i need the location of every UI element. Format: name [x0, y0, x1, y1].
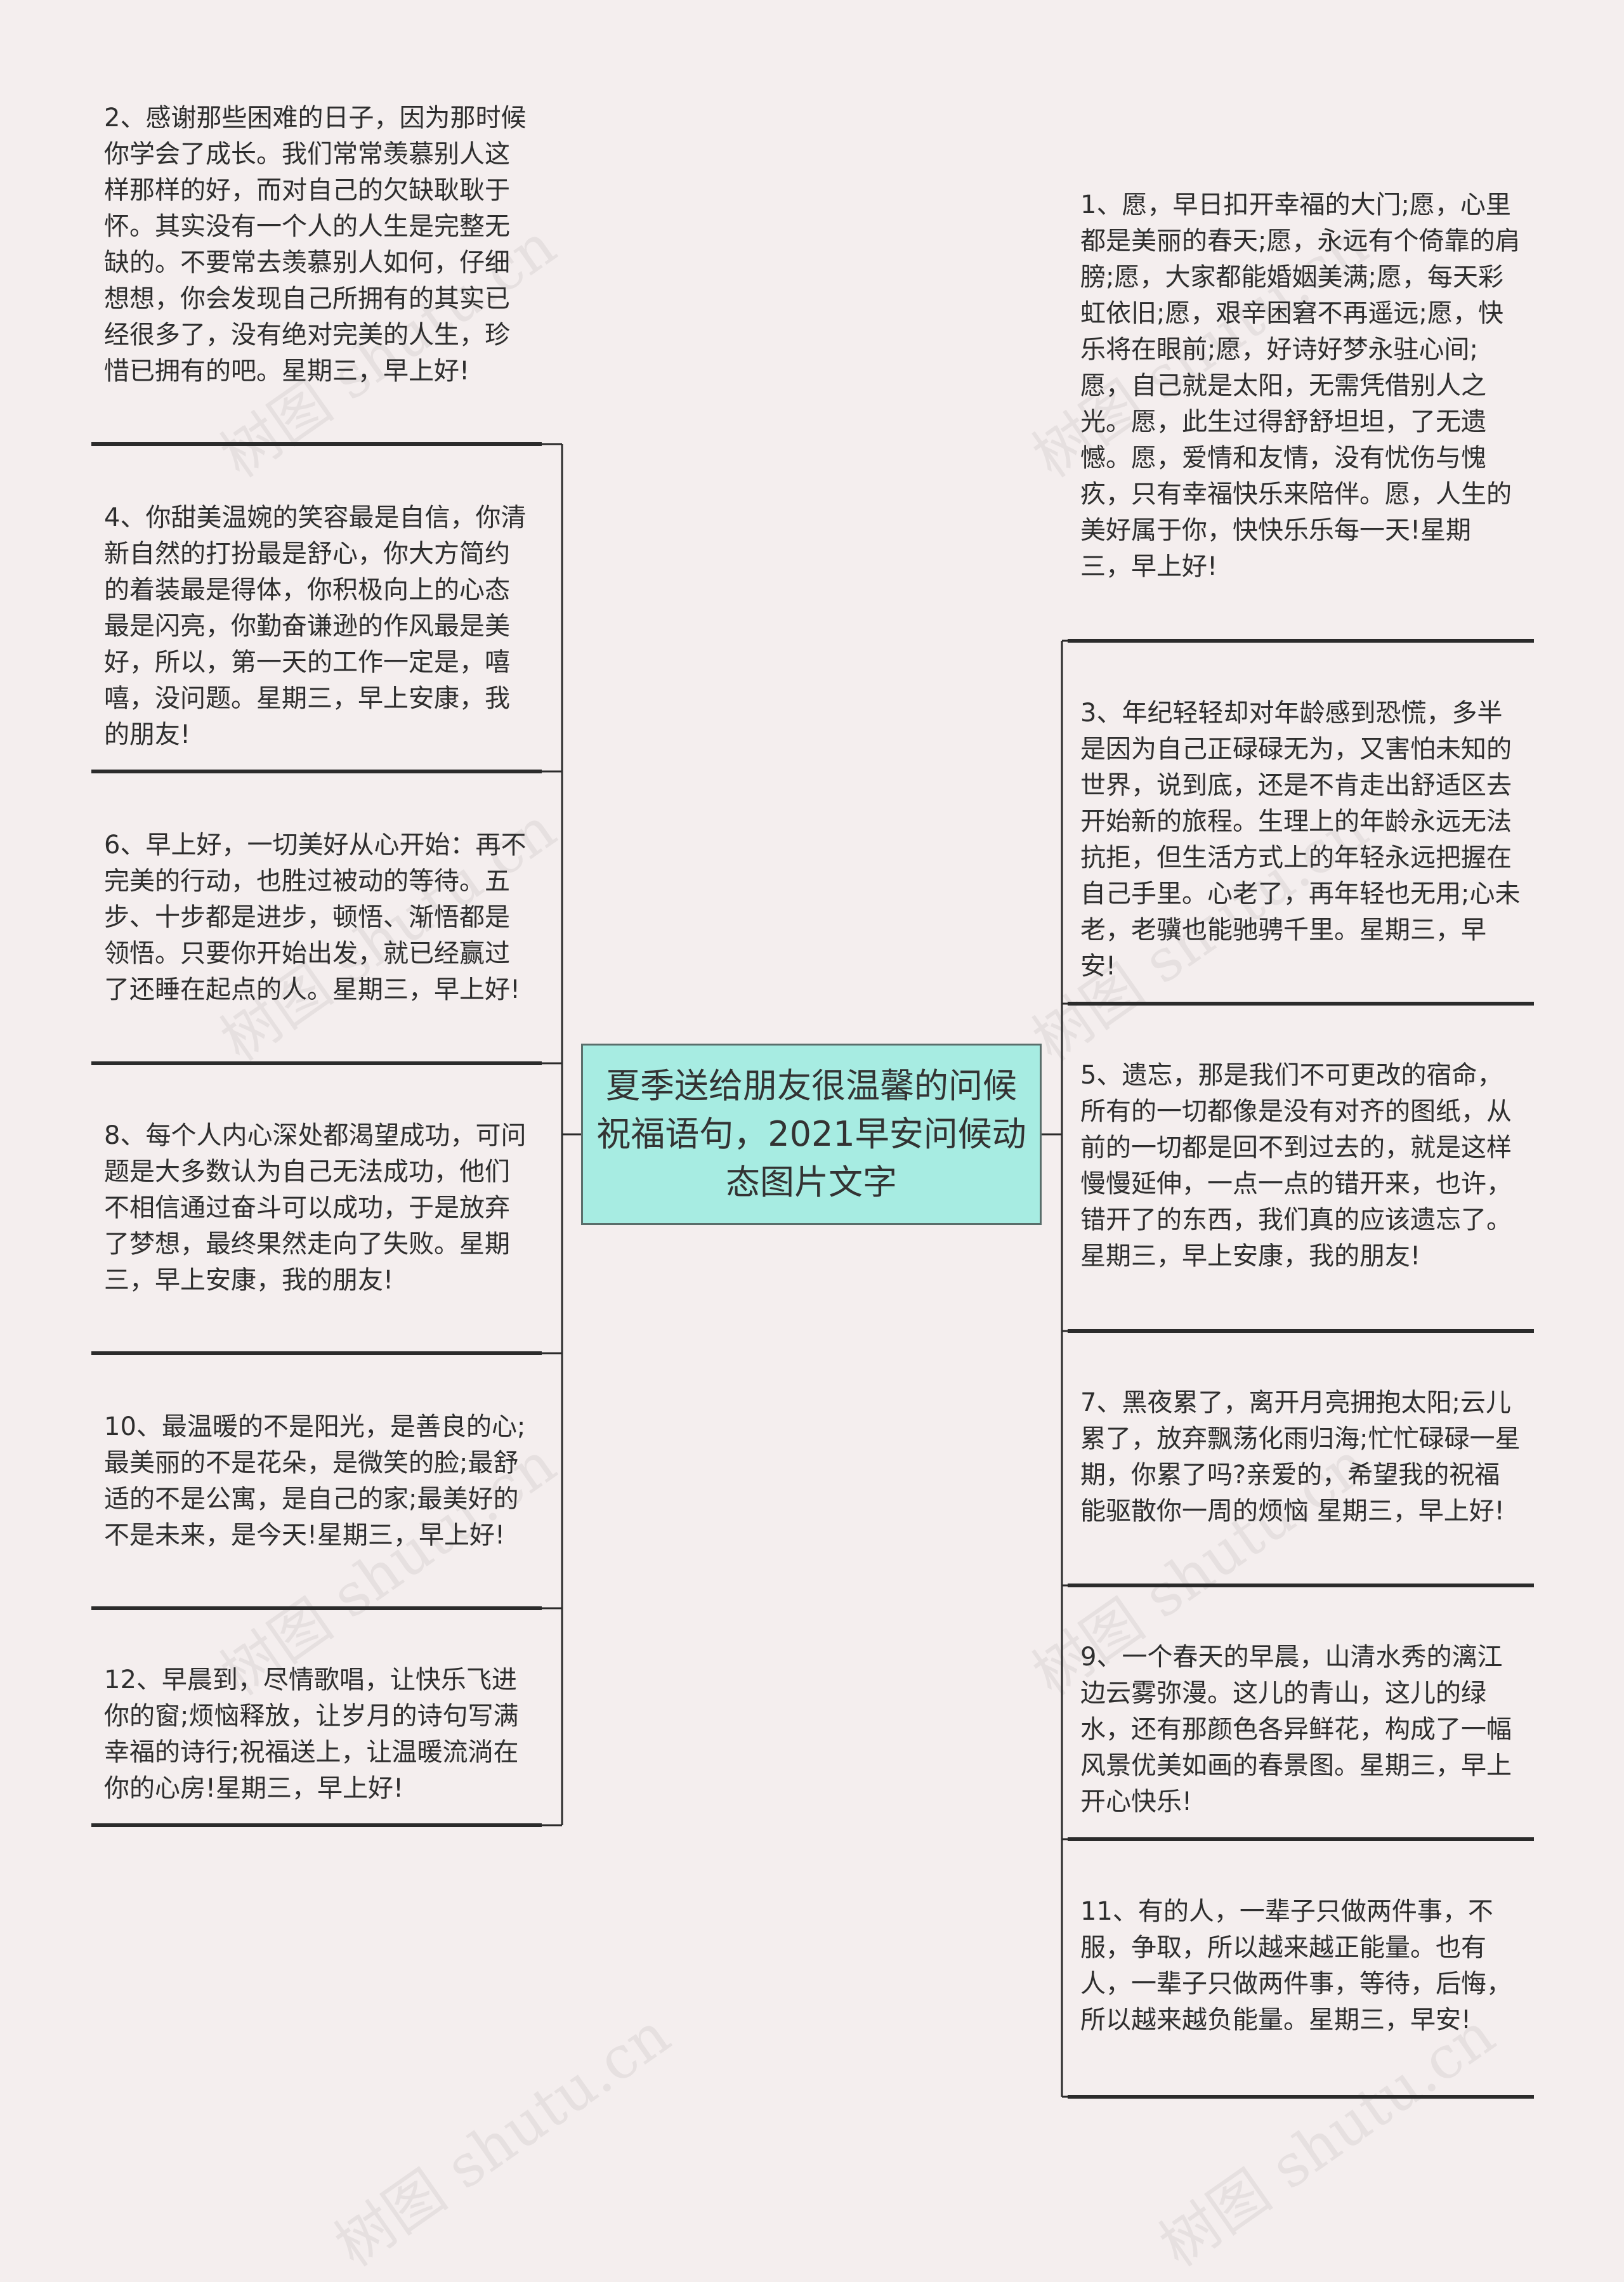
- topic-node-9[interactable]: 9、一个春天的早晨，山清水秀的漓江边云雾弥漫。这儿的青山，这儿的绿水，还有那颜色…: [1068, 1639, 1534, 1841]
- topic-text: 8、每个人内心深处都渴望成功，可问题是大多数认为自己无法成功，他们不相信通过奋斗…: [104, 1121, 527, 1295]
- topic-text: 6、早上好，一切美好从心开始：再不完美的行动，也胜过被动的等待。五步、十步都是进…: [104, 830, 527, 1004]
- topic-text: 5、遗忘，那是我们不可更改的宿命，所有的一切都像是没有对齐的图纸，从前的一切都是…: [1080, 1061, 1512, 1271]
- topic-text: 12、早晨到，尽情歌唱，让快乐飞进你的窗;烦恼释放，让岁月的诗句写满幸福的诗行;…: [104, 1665, 519, 1803]
- topic-node-1[interactable]: 1、愿，早日扣开幸福的大门;愿，心里都是美丽的春天;愿，永远有个倚靠的肩膀;愿，…: [1068, 187, 1534, 643]
- topic-text: 1、愿，早日扣开幸福的大门;愿，心里都是美丽的春天;愿，永远有个倚靠的肩膀;愿，…: [1080, 190, 1521, 581]
- topic-text: 10、最温暖的不是阳光，是善良的心;最美丽的不是花朵，是微笑的脸;最舒适的不是公…: [104, 1412, 526, 1550]
- topic-node-11[interactable]: 11、有的人，一辈子只做两件事，不服，争取，所以越来越正能量。也有人，一辈子只做…: [1068, 1894, 1534, 2099]
- topic-text: 3、年纪轻轻却对年龄感到恐慌，多半是因为自己正碌碌无为，又害怕未知的世界，说到底…: [1080, 698, 1521, 981]
- topic-node-8[interactable]: 8、每个人内心深处都渴望成功，可问题是大多数认为自己无法成功，他们不相信通过奋斗…: [91, 1118, 542, 1355]
- topic-text: 11、有的人，一辈子只做两件事，不服，争取，所以越来越正能量。也有人，一辈子只做…: [1080, 1897, 1512, 2035]
- topic-text: 4、你甜美温婉的笑容最是自信，你清新自然的打扮最是舒心，你大方简约的着装最是得体…: [104, 503, 527, 749]
- topic-node-4[interactable]: 4、你甜美温婉的笑容最是自信，你清新自然的打扮最是舒心，你大方简约的着装最是得体…: [91, 500, 542, 773]
- topic-text: 2、感谢那些困难的日子，因为那时候你学会了成长。我们常常羡慕别人这样那样的好，而…: [104, 103, 527, 386]
- topic-node-12[interactable]: 12、早晨到，尽情歌唱，让快乐飞进你的窗;烦恼释放，让岁月的诗句写满幸福的诗行;…: [91, 1662, 542, 1827]
- topic-text: 7、黑夜累了，离开月亮拥抱太阳;云儿累了，放弃飘荡化雨归海;忙忙碌碌一星期，你累…: [1080, 1388, 1521, 1526]
- topic-node-10[interactable]: 10、最温暖的不是阳光，是善良的心;最美丽的不是花朵，是微笑的脸;最舒适的不是公…: [91, 1409, 542, 1610]
- central-topic[interactable]: 夏季送给朋友很温馨的问候祝福语句，2021早安问候动态图片文字: [581, 1044, 1042, 1225]
- topic-node-6[interactable]: 6、早上好，一切美好从心开始：再不完美的行动，也胜过被动的等待。五步、十步都是进…: [91, 827, 542, 1065]
- topic-node-7[interactable]: 7、黑夜累了，离开月亮拥抱太阳;云儿累了，放弃飘荡化雨归海;忙忙碌碌一星期，你累…: [1068, 1385, 1534, 1587]
- central-topic-title: 夏季送给朋友很温馨的问候祝福语句，2021早安问候动态图片文字: [596, 1066, 1026, 1202]
- topic-node-2[interactable]: 2、感谢那些困难的日子，因为那时候你学会了成长。我们常常羡慕别人这样那样的好，而…: [91, 100, 542, 446]
- connector-lines: [542, 443, 1068, 2098]
- topic-node-3[interactable]: 3、年纪轻轻却对年龄感到恐慌，多半是因为自己正碌碌无为，又害怕未知的世界，说到底…: [1068, 695, 1534, 1006]
- topic-text: 9、一个春天的早晨，山清水秀的漓江边云雾弥漫。这儿的青山，这儿的绿水，还有那颜色…: [1080, 1643, 1512, 1816]
- topic-node-5[interactable]: 5、遗忘，那是我们不可更改的宿命，所有的一切都像是没有对齐的图纸，从前的一切都是…: [1068, 1058, 1534, 1333]
